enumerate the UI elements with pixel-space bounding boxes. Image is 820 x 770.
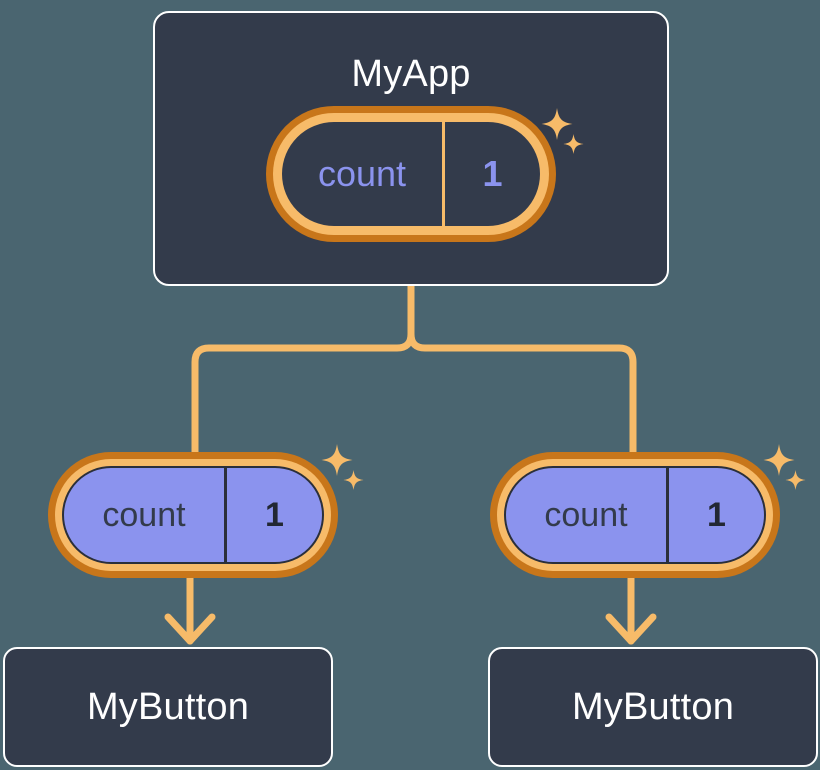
state-value: 1	[223, 468, 322, 562]
state-pill-child-right[interactable]: count 1	[490, 452, 780, 578]
page-title: MyApp	[351, 53, 471, 95]
state-name: count	[317, 153, 407, 194]
component-label: MyButton	[86, 685, 250, 728]
state-pill-child-left[interactable]: count 1	[48, 452, 338, 578]
state-name: count	[544, 495, 628, 534]
state-value: 1	[441, 122, 540, 226]
state-pill-body: count 1	[282, 122, 540, 226]
state-pill-myapp[interactable]: count 1	[266, 106, 556, 242]
state-value: 1	[665, 468, 764, 562]
state-pill-ring: count 1	[497, 459, 773, 571]
component-card-mybutton-right[interactable]: MyButton	[488, 647, 818, 767]
component-card-mybutton-left[interactable]: MyButton	[3, 647, 333, 767]
state-pill-body: count 1	[62, 466, 324, 564]
state-pill-body: count 1	[504, 466, 766, 564]
state-pill-ring: count 1	[55, 459, 331, 571]
state-pill-ring: count 1	[273, 113, 549, 235]
component-label: MyButton	[571, 685, 735, 728]
state-name: count	[102, 495, 186, 534]
